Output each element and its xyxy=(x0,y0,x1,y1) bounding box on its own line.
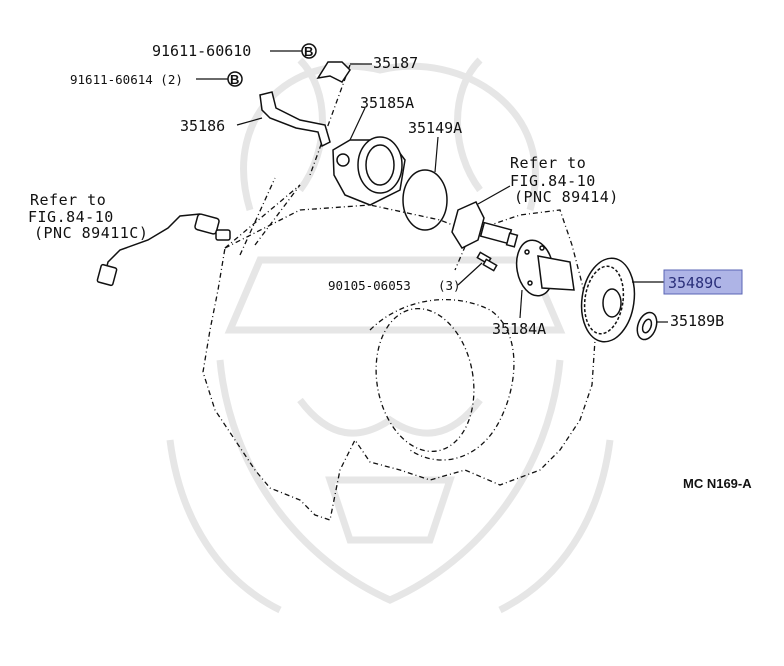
nut-35189b-shape xyxy=(636,311,658,341)
flange-shaft-35184a-shape xyxy=(515,239,575,297)
ref-label-right-line1: Refer to xyxy=(510,154,586,172)
part-label-35187[interactable]: 35187 xyxy=(373,54,418,72)
shaft-assembly-shape xyxy=(451,201,519,249)
leader-line xyxy=(349,107,366,141)
ref-label-right-line2[interactable]: FIG.84-10 xyxy=(510,172,596,190)
part-label-35186[interactable]: 35186 xyxy=(180,117,225,135)
sensor-rotor-35489c-shape xyxy=(580,257,636,343)
ref-label-left-line1: Refer to xyxy=(30,191,106,209)
part-label-91611-60614[interactable]: 91611-60614 (2) xyxy=(70,72,183,87)
part-label-35489c[interactable]: 35489C xyxy=(668,274,722,292)
leader-line xyxy=(434,136,439,173)
part-label-90105-06053[interactable]: 90105-06053 xyxy=(328,278,411,293)
part-label-35184a[interactable]: 35184A xyxy=(492,320,546,338)
diagram-code: MC N169-A xyxy=(683,476,752,491)
leader-line xyxy=(519,289,523,319)
ref-label-left-line2[interactable]: FIG.84-10 xyxy=(28,208,114,226)
o-ring-35149a-shape xyxy=(402,169,448,231)
sensor-35185a-shape xyxy=(332,136,406,206)
bracket-35187-shape xyxy=(316,61,351,83)
part-qty-90105-06053: (3) xyxy=(438,278,461,293)
bolt-tag: B xyxy=(230,72,239,87)
ref-label-left-line3[interactable]: (PNC 89411C) xyxy=(34,224,148,242)
ref-label-right-line3[interactable]: (PNC 89414) xyxy=(514,188,619,206)
bolt-tag: B xyxy=(304,44,313,59)
leader-line xyxy=(236,117,263,126)
bolt-set-shape xyxy=(476,251,498,272)
part-label-35189b[interactable]: 35189B xyxy=(670,312,724,330)
leader-line xyxy=(457,262,483,286)
part-label-35185a[interactable]: 35185A xyxy=(360,94,414,112)
part-label-35149a[interactable]: 35149A xyxy=(408,119,462,137)
bolt-b-icon xyxy=(301,43,317,59)
highlight-box xyxy=(663,269,743,295)
part-label-91611-60610[interactable]: 91611-60610 xyxy=(152,42,251,60)
leader-line xyxy=(477,185,511,205)
connector-assembly-shape xyxy=(96,213,231,287)
bracket-35186-shape xyxy=(259,91,331,148)
transmission-housing xyxy=(202,64,596,521)
bolt-b-icon xyxy=(227,71,243,87)
